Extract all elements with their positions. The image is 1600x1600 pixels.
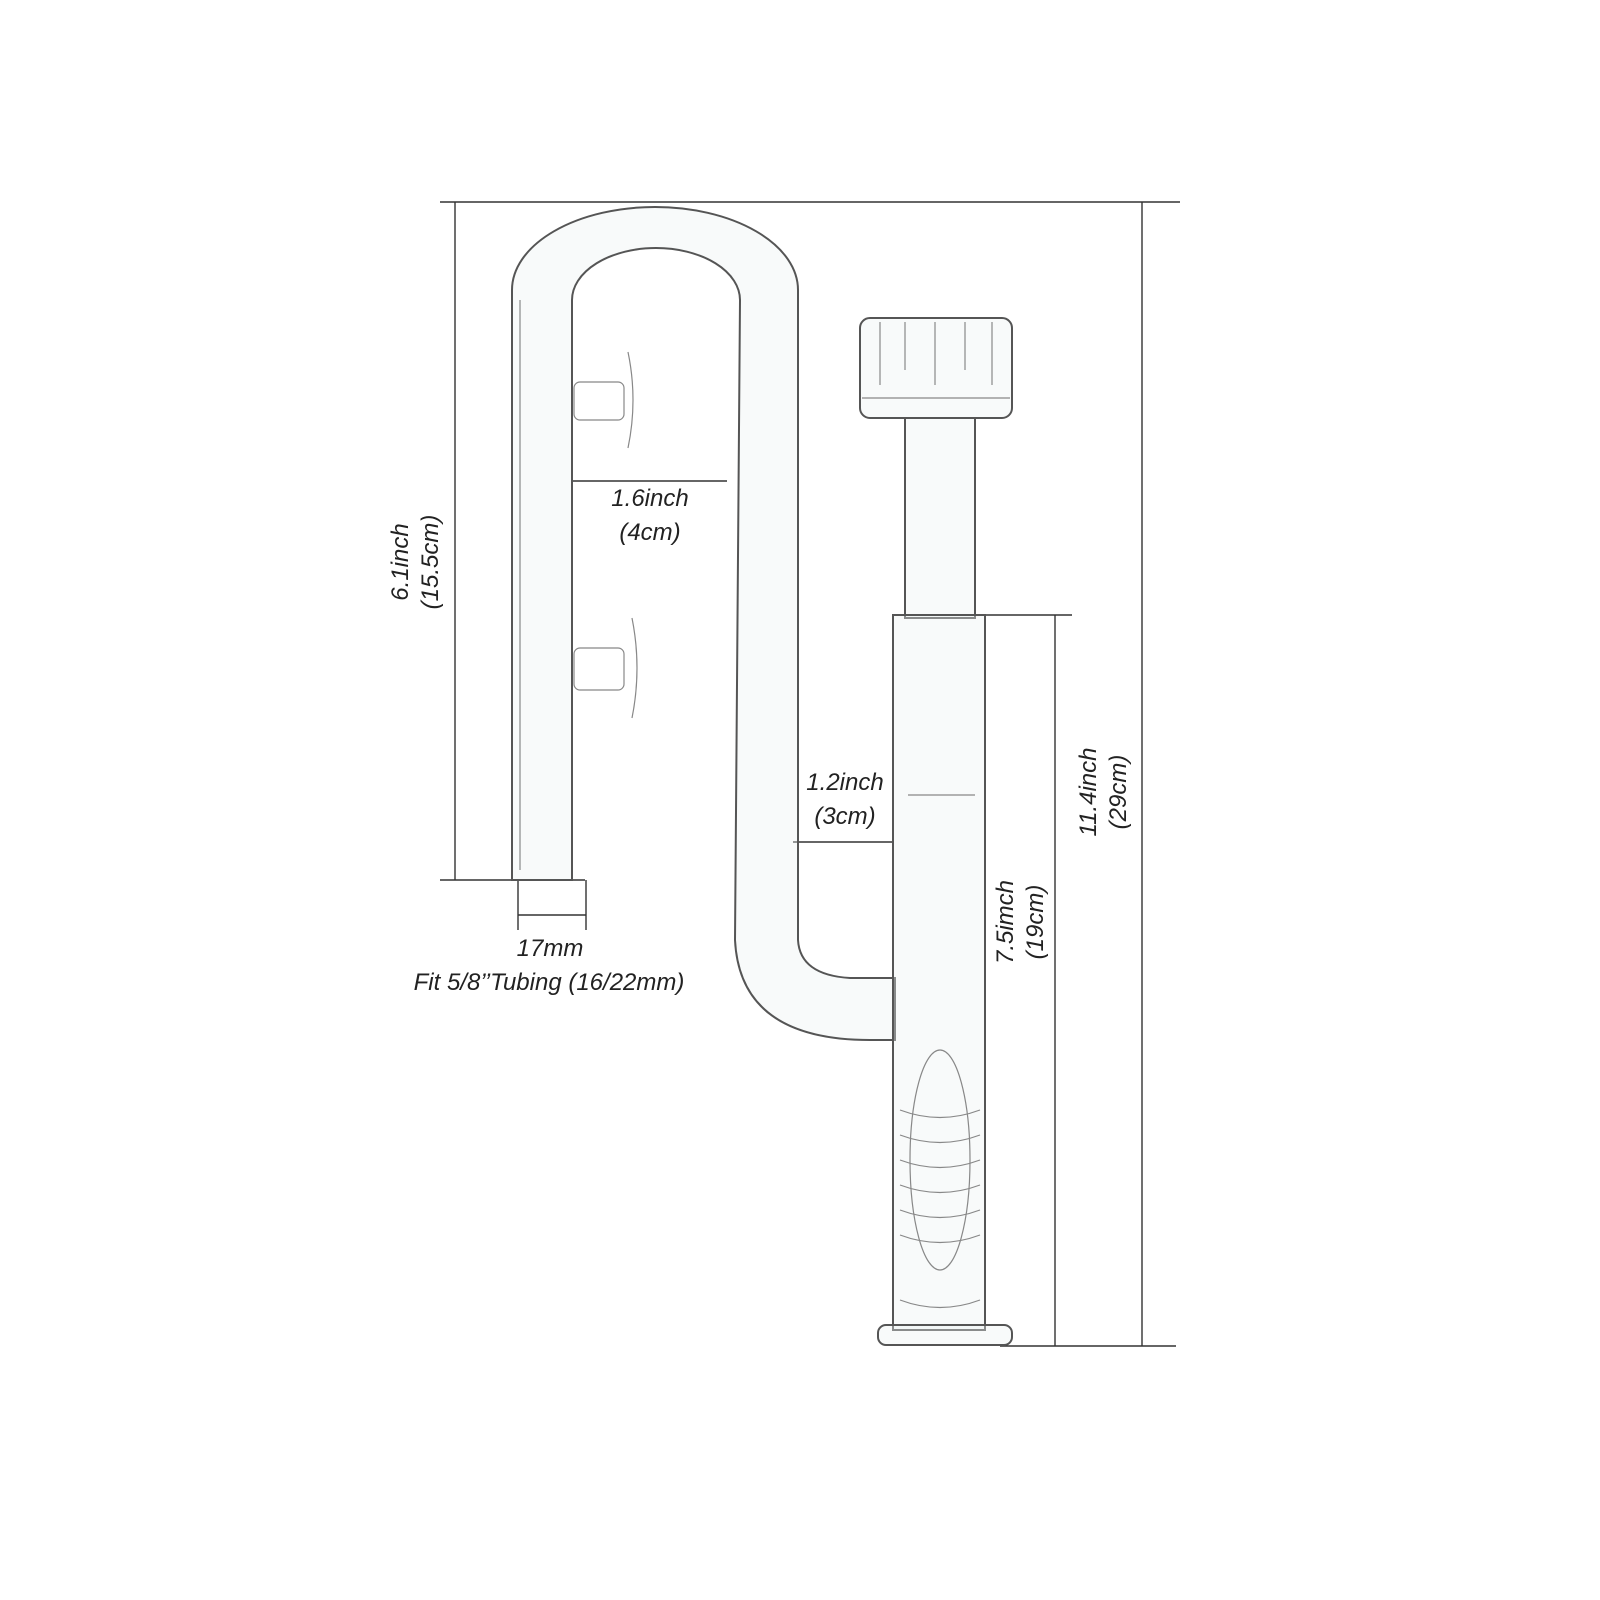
tube-diameter-label: 17mm [517,935,584,962]
skimmer-cap [859,317,1013,419]
tubing-fit-label: Fit 5/8’’Tubing (16/22mm) [414,969,685,996]
skimmer-slots [862,322,1010,399]
suction-cup-upper [573,351,634,449]
svg-text:(3cm): (3cm) [814,803,875,830]
leg-gap-label: 1.2inch (3cm) [806,769,883,830]
inflow-pipe [859,317,1013,1346]
base-flange [877,1324,1013,1346]
svg-text:1.6inch: 1.6inch [611,485,688,512]
svg-text:6.1inch: 6.1inch [387,523,414,600]
dimension-lines [440,201,1180,1347]
inflow-height-label: 7.5imch (19cm) [992,880,1049,964]
svg-text:7.5imch: 7.5imch [992,880,1019,964]
svg-text:(29cm): (29cm) [1105,755,1132,830]
intake-slot [909,1049,971,1271]
lower-sleeve [892,614,986,1331]
suction-cup-lower [573,617,638,719]
outflow-pipe [511,206,896,1041]
u-bend-width-label: 1.6inch (4cm) [611,485,688,546]
upper-tube [904,417,976,619]
intake-ribs [899,1109,981,1309]
svg-text:(4cm): (4cm) [619,519,680,546]
svg-text:(15.5cm): (15.5cm) [417,515,444,610]
svg-text:11.4inch: 11.4inch [1075,748,1102,837]
outflow-height-label: 6.1inch (15.5cm) [387,515,444,610]
svg-text:1.2inch: 1.2inch [806,769,883,796]
total-height-label: 11.4inch (29cm) [1075,748,1132,837]
u-bend-tube [511,206,896,1041]
svg-text:(19cm): (19cm) [1022,885,1049,960]
